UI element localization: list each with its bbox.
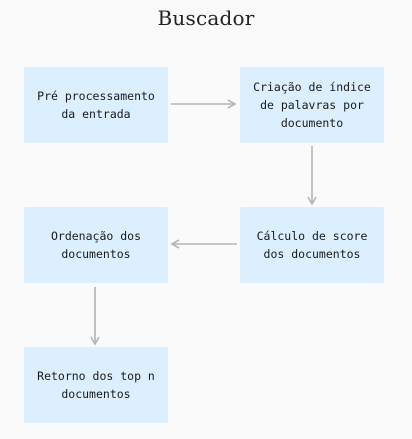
node-score: Cálculo de score dos documentos — [240, 207, 384, 283]
node-topn: Retorno dos top n documentos — [24, 347, 168, 423]
node-preprocess: Pré processamento da entrada — [24, 67, 168, 143]
diagram-title: Buscador — [157, 6, 255, 30]
node-index: Criação de índice de palavras por docume… — [240, 67, 384, 143]
node-sort: Ordenação dos documentos — [24, 207, 168, 283]
